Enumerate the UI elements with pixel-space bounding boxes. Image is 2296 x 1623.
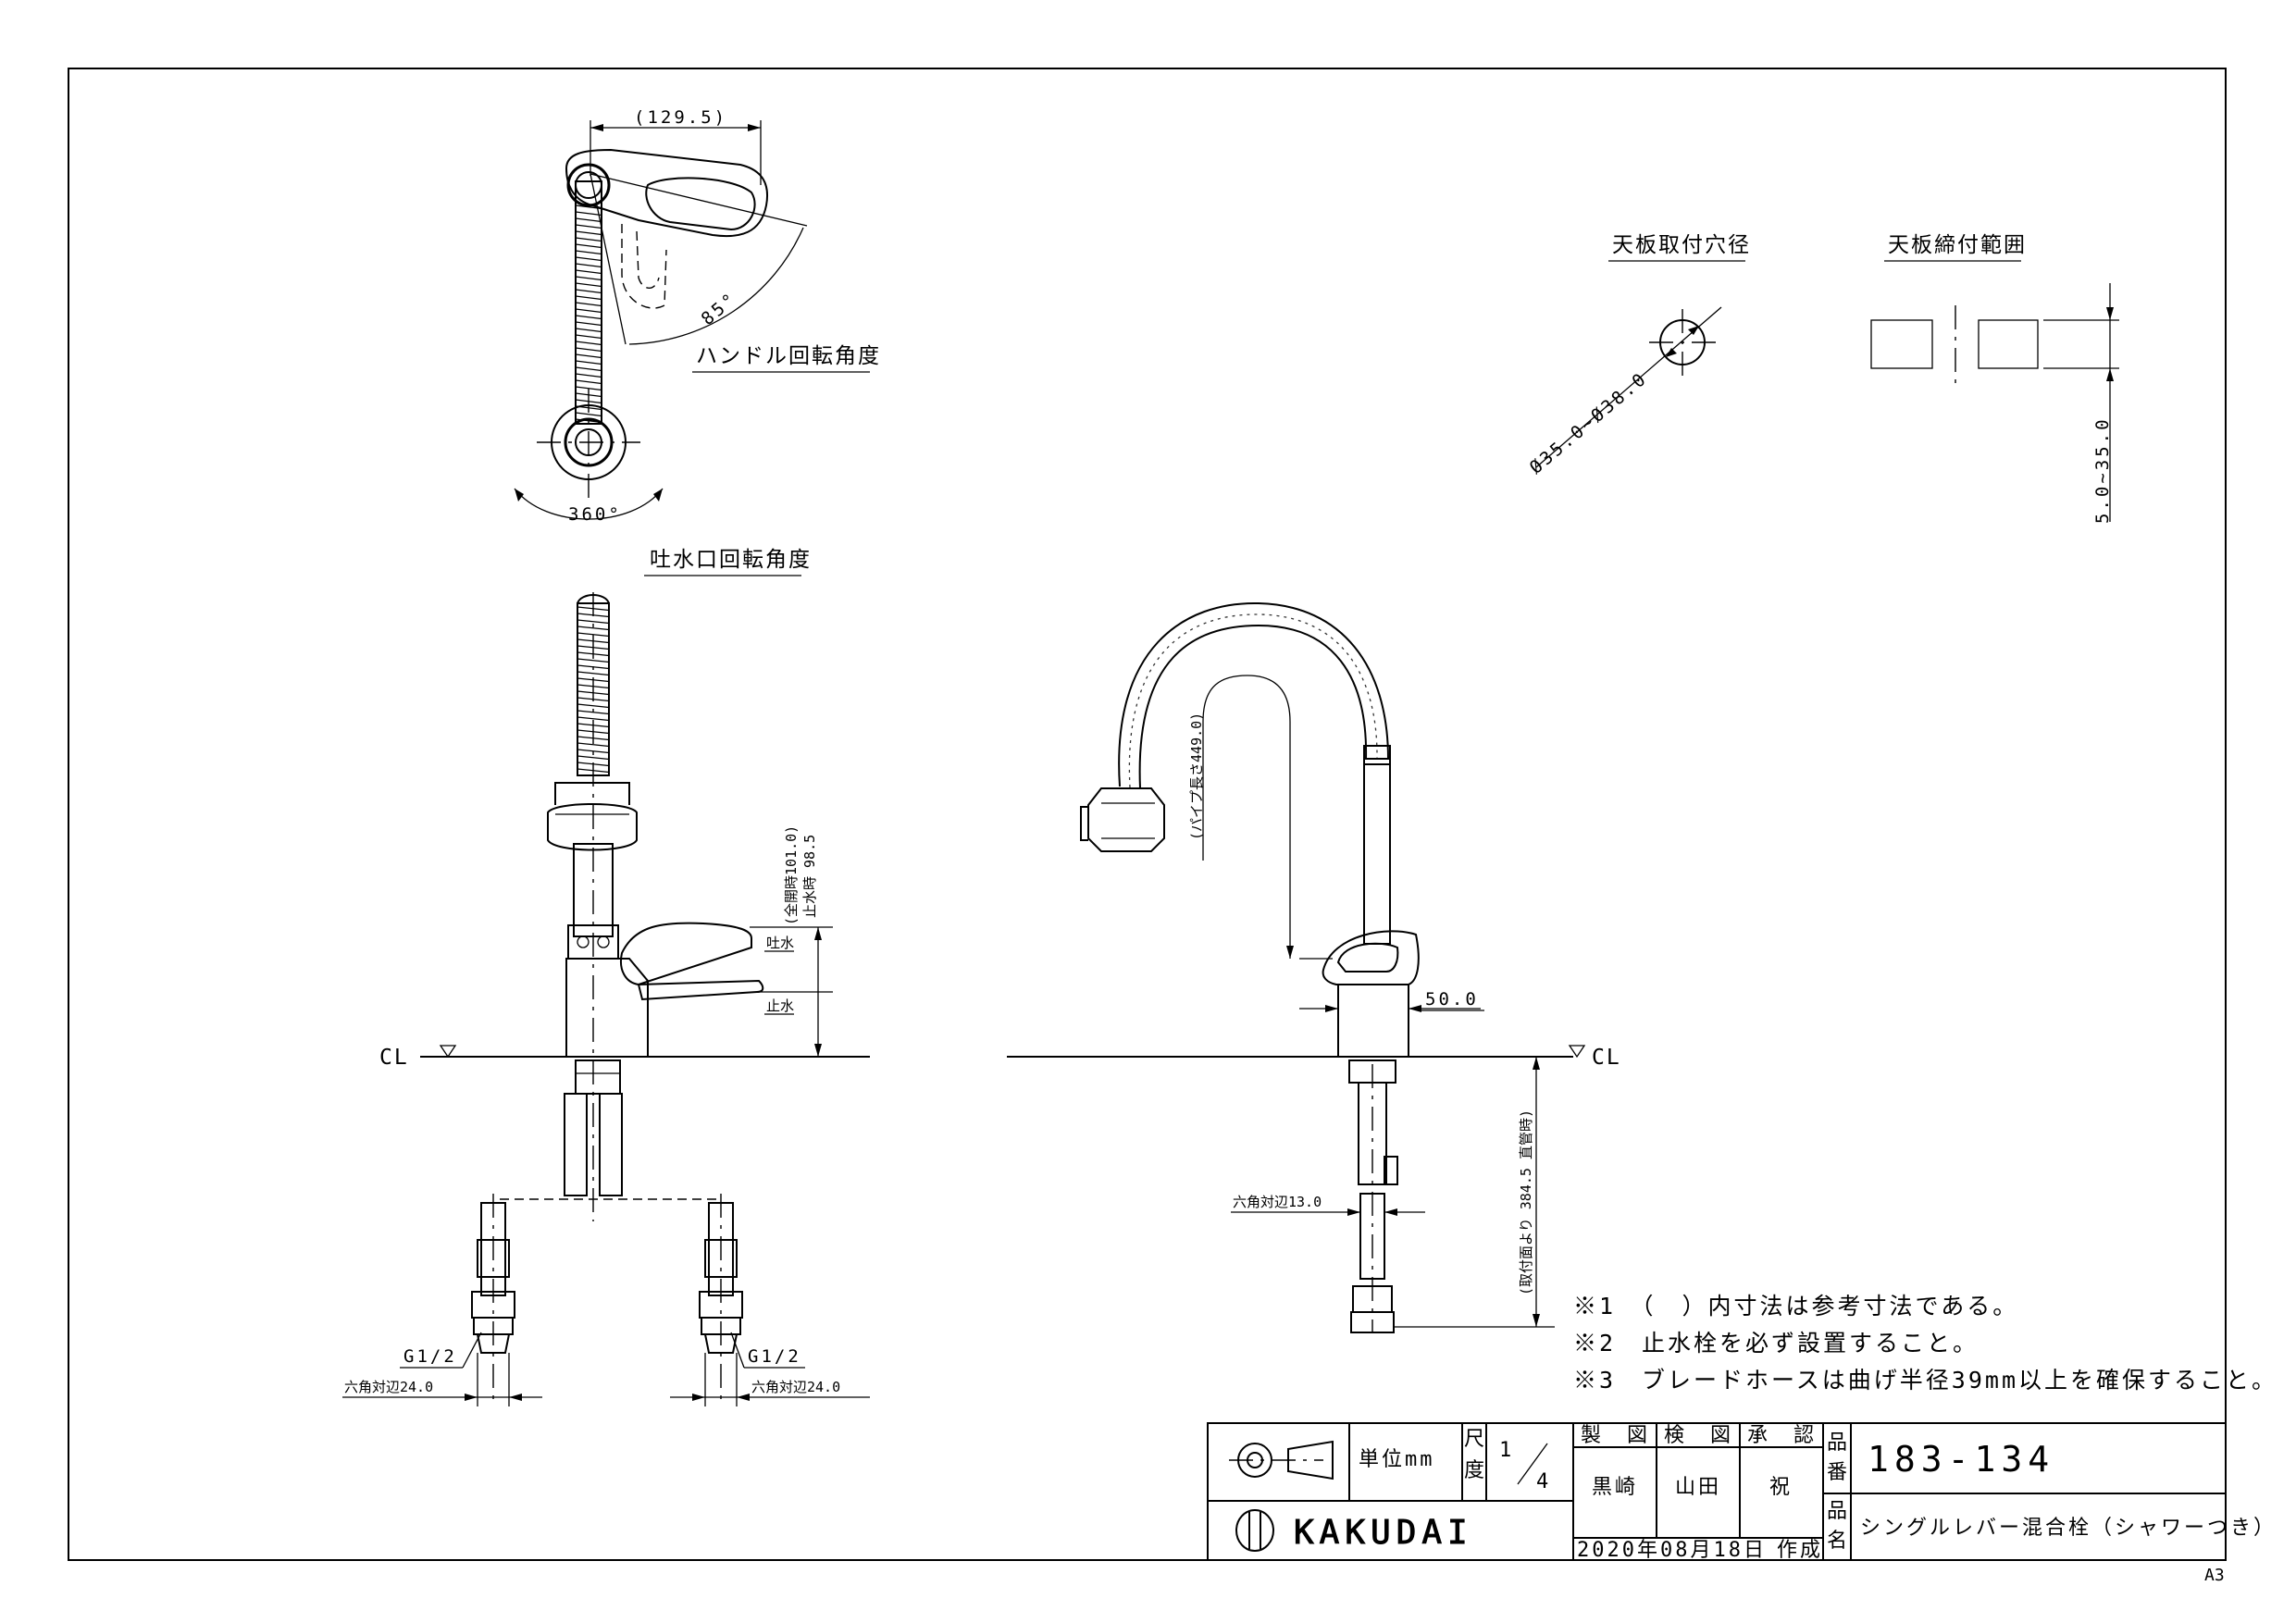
label-discharge: 吐水 [766,935,794,951]
note-2: ※2 止水栓を必ず設置すること。 [1573,1330,1979,1357]
side-view: CL (パイプ長さ449.0) 50.0 [1007,601,1621,1333]
scale-label-1: 尺 [1464,1428,1487,1451]
deck-title: 天板締付範囲 [1888,233,2027,257]
deck-detail: 天板締付範囲 5.0~35.0 [1870,233,2119,524]
col-check: 検 図 [1664,1424,1733,1447]
name-approve: 祝 [1769,1476,1793,1499]
label-spout-rotation: 吐水口回転角度 [650,548,812,572]
dim-50: 50.0 [1425,989,1479,1010]
side-cl: CL [1592,1046,1621,1070]
unit-label: 単位mm [1359,1448,1435,1471]
projection-symbol-icon [1229,1440,1334,1481]
dim-handle-width: (129.5) [634,107,727,128]
sheet-border [68,68,2227,1561]
g-left: G1/2 [403,1346,457,1367]
deck-dim: 5.0~35.0 [2092,416,2113,524]
part-no: 183-134 [1868,1439,2054,1480]
part-name-label-1: 品 [1827,1500,1850,1523]
hole-title: 天板取付穴径 [1612,233,1751,257]
supply-right: G1/2 六角対辺24.0 [670,1194,870,1406]
dim-close: 止水時 98.5 [801,835,818,918]
top-view: (129.5) 85° 360° ハンドル回転角度 吐水口回転角度 [514,107,881,576]
hex-right: 六角対辺24.0 [751,1379,840,1395]
hole-detail: 天板取付穴径 Ø35.0~Ø38.0 [1526,233,1751,478]
sheet-size: A3 [2204,1566,2225,1585]
hole-dim: Ø35.0~Ø38.0 [1526,368,1652,478]
brand-name: KAKUDAI [1294,1514,1473,1552]
part-no-label-2: 番 [1827,1461,1850,1484]
scale-num: 1 [1499,1439,1514,1462]
note-1: ※1 （ ）内寸法は参考寸法である。 [1573,1293,2018,1319]
part-name: シングルレバー混合栓（シャワーつき） [1860,1517,2277,1540]
front-cl: CL [379,1046,409,1070]
col-design: 製 図 [1581,1424,1650,1447]
label-handle-rotation: ハンドル回転角度 [696,344,881,368]
dim-pipe: (パイプ長さ449.0) [1188,712,1205,840]
part-no-label-1: 品 [1827,1431,1850,1455]
dim-open: (全開時101.0) [783,825,800,925]
kakudai-logo-icon: KAKUDAI [1235,1509,1473,1553]
name-design: 黒崎 [1592,1476,1638,1499]
created-label: 作成 [1777,1539,1823,1562]
g-right: G1/2 [748,1346,801,1367]
note-3: ※3 ブレードホースは曲げ半径39mm以上を確保すること。 [1573,1367,2277,1394]
front-view: CL 吐水 止水 (全開時101.0) 止水時 98.5 [342,592,870,1406]
hex-left: 六角対辺24.0 [344,1379,433,1395]
col-approve: 承 認 [1747,1424,1817,1447]
scale-den: 4 [1536,1470,1551,1493]
part-name-label-2: 名 [1827,1530,1850,1553]
dim-hex13: 六角対辺13.0 [1233,1194,1322,1210]
date: 2020年08月18日 [1577,1539,1767,1562]
notes: ※1 （ ）内寸法は参考寸法である。 ※2 止水栓を必ず設置すること。 ※3 ブ… [1573,1293,2277,1394]
name-check: 山田 [1675,1476,1721,1499]
angle-handle: 85° [698,288,741,329]
dim-384: (取付面より 384.5 直管時) [1518,1109,1534,1295]
scale-label-2: 度 [1464,1459,1487,1482]
title-block: 単位mm 尺 度 1 4 製 図 検 図 承 認 黒崎 山田 祝 品 番 183… [1207,1422,2277,1562]
supply-left: G1/2 六角対辺24.0 [342,1194,542,1406]
label-stop: 止水 [766,997,794,1014]
angle-spout: 360° [568,504,622,525]
